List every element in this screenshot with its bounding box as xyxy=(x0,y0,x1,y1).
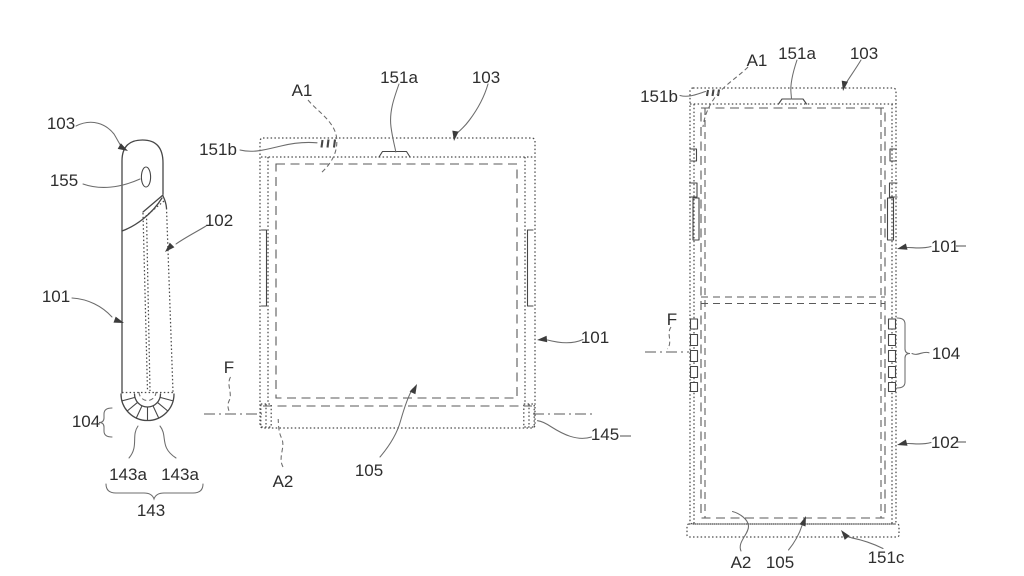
fold-axis-line xyxy=(204,413,634,437)
label-143a-right: 143a xyxy=(161,465,199,484)
side-latches xyxy=(260,229,534,307)
leader-f xyxy=(227,376,231,415)
arrowhead-101 xyxy=(897,243,908,250)
brace-104 xyxy=(98,407,113,438)
label-102: 102 xyxy=(205,211,233,230)
leader-f xyxy=(667,326,672,350)
side-key-slot xyxy=(140,166,152,188)
arrowhead-103 xyxy=(117,143,128,151)
bottom-corner-hinges xyxy=(260,403,535,428)
label-151a: 151a xyxy=(380,68,418,87)
figure-front-folded: A1 151a 103 151b F A2 105 101 145 xyxy=(199,68,634,491)
arrowhead-101 xyxy=(113,316,124,323)
arrowhead-105 xyxy=(409,384,417,395)
bottom-end-bar-151c xyxy=(686,523,900,538)
top-latch-tab-151a xyxy=(378,150,411,158)
leader-151a xyxy=(790,59,798,100)
label-a2: A2 xyxy=(731,553,752,572)
housing-outline xyxy=(686,87,900,538)
label-145: 145 xyxy=(591,425,619,444)
label-151b: 151b xyxy=(640,87,678,106)
arrowhead-151c xyxy=(841,530,850,540)
top-latch-tab-151a xyxy=(777,98,808,105)
label-101: 101 xyxy=(581,328,609,347)
leader-105 xyxy=(379,384,417,458)
label-105: 105 xyxy=(766,553,794,572)
label-155: 155 xyxy=(50,171,78,190)
label-f: F xyxy=(224,358,234,377)
label-103: 103 xyxy=(850,44,878,63)
leader-a1 xyxy=(307,99,338,174)
arrowhead-103 xyxy=(452,130,459,141)
leader-102 xyxy=(897,439,932,446)
leader-a2 xyxy=(731,510,750,552)
leader-101 xyxy=(537,335,584,344)
label-151c: 151c xyxy=(868,548,905,567)
label-103: 103 xyxy=(472,68,500,87)
leader-151b xyxy=(679,90,707,97)
label-105: 105 xyxy=(355,461,383,480)
arrowhead-103 xyxy=(841,80,848,91)
side-rail-notches xyxy=(688,148,898,241)
arrowhead-102 xyxy=(897,439,908,446)
leader-155 xyxy=(82,178,141,188)
figure-front-unfolded: A1 151a 103 151b 101 F 104 102 A2 105 15… xyxy=(640,44,966,572)
label-151a: 151a xyxy=(778,44,816,63)
label-103: 103 xyxy=(47,114,75,133)
leader-103 xyxy=(452,83,489,141)
leader-101 xyxy=(897,243,932,250)
label-102: 102 xyxy=(931,433,959,452)
label-101: 101 xyxy=(931,237,959,256)
brace-104 xyxy=(896,317,911,389)
leader-151b xyxy=(239,141,318,152)
leader-105 xyxy=(787,516,806,551)
label-143: 143 xyxy=(137,501,165,520)
display-area xyxy=(700,107,886,519)
leader-101 xyxy=(71,297,124,323)
leader-151c xyxy=(841,530,884,550)
leader-104 xyxy=(896,317,930,389)
label-104: 104 xyxy=(72,412,100,431)
label-a1: A1 xyxy=(292,81,313,100)
leaders-143a xyxy=(128,425,177,459)
speaker-slits-151b xyxy=(320,139,337,148)
leader-a2 xyxy=(277,418,284,468)
arrowhead-102 xyxy=(165,242,175,252)
arrowhead-105 xyxy=(799,516,806,527)
arrowhead-101 xyxy=(537,335,548,343)
device-body-outline xyxy=(121,139,174,394)
label-104: 104 xyxy=(932,344,960,363)
label-a1: A1 xyxy=(747,51,768,70)
label-a2: A2 xyxy=(273,472,294,491)
display-area xyxy=(263,163,532,407)
figure-side-view: 103 155 102 101 104 143a 143a 143 xyxy=(42,114,233,520)
label-101: 101 xyxy=(42,287,70,306)
brace-143 xyxy=(105,483,204,501)
fold-axis-line xyxy=(645,245,966,443)
label-151b: 151b xyxy=(199,140,237,159)
leader-a1 xyxy=(702,66,749,128)
leader-145 xyxy=(536,420,593,439)
hinge-fan xyxy=(120,391,175,422)
leader-102 xyxy=(165,225,207,252)
label-f: F xyxy=(667,310,677,329)
leader-151a xyxy=(390,83,400,153)
leader-103 xyxy=(841,59,862,91)
hinge-segments-104 xyxy=(689,318,897,393)
label-143a-left: 143a xyxy=(109,465,147,484)
housing-outline xyxy=(259,137,536,429)
leader-103 xyxy=(75,121,128,151)
